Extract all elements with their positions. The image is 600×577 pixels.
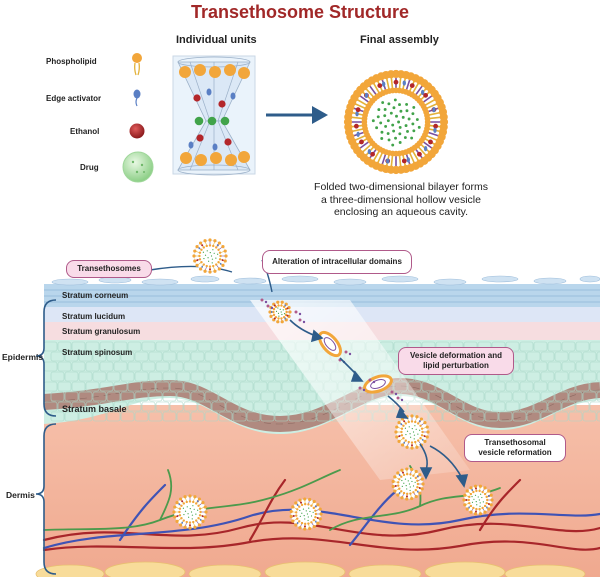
skin-cross-section <box>35 275 600 577</box>
region-dermis: Dermis <box>6 490 35 500</box>
transethosome-vesicle <box>462 484 494 516</box>
transethosome-vesicle <box>391 467 425 501</box>
ethanol-icon <box>129 123 145 139</box>
callout-alteration: Alteration of intracellular domains <box>262 250 412 274</box>
legend-drug-label: Drug <box>80 163 99 172</box>
transethosome-vesicle <box>172 494 208 530</box>
assembly-caption: Folded two-dimensional bilayer forms a t… <box>314 181 488 218</box>
legend-phospholipid-label: Phospholipid <box>46 57 97 66</box>
layer-stratum-granulosum: Stratum granulosum <box>62 327 141 336</box>
legend-edge-activator-label: Edge activator <box>46 94 102 103</box>
legend-ethanol-label: Ethanol <box>70 127 100 136</box>
assembly-arrow <box>266 106 328 124</box>
layer-stratum-basale: Stratum basale <box>62 404 127 414</box>
diagram-title: Transethosome Structure <box>190 2 410 22</box>
final-assembly-vesicle-body <box>343 69 449 175</box>
epidermis-bracket <box>35 299 57 417</box>
transethosome-vesicle <box>268 300 292 324</box>
layer-stratum-lucidum: Stratum lucidum <box>62 312 126 321</box>
lipid-fragment <box>294 310 302 316</box>
transethosome-vesicles <box>172 238 494 531</box>
individual-units-heading: Individual units <box>176 34 257 46</box>
transethosome-vesicle <box>289 497 323 531</box>
callout-transethosomes: Transethosomes <box>66 260 152 278</box>
lipid-fragment <box>344 350 352 356</box>
drug-icon <box>122 151 154 183</box>
lipid-fragment <box>266 304 274 310</box>
layer-stratum-spinosum: Stratum spinosum <box>62 348 133 357</box>
lipid-fragment <box>368 378 376 384</box>
lipid-fragment <box>358 386 366 392</box>
final-assembly-vesicle <box>343 69 449 175</box>
transethosome-vesicle <box>394 414 430 450</box>
lipid-fragment <box>396 396 404 402</box>
transethosome-vesicle <box>192 238 228 274</box>
phospholipid-icon <box>132 53 142 76</box>
final-assembly-heading: Final assembly <box>360 34 439 46</box>
lipid-fragment <box>390 390 398 396</box>
layer-stratum-corneum: Stratum corneum <box>62 291 129 300</box>
flow-arrows <box>289 319 469 488</box>
individual-units-graphic <box>172 55 256 176</box>
lipid-fragment <box>260 298 268 304</box>
callout-deformation: Vesicle deformation and lipid perturbati… <box>398 347 514 375</box>
edge-activator-icon <box>133 89 141 107</box>
callout-reformation: Transethosomal vesicle reformation <box>464 434 566 462</box>
region-epidermis: Epidermis <box>2 352 44 362</box>
dermis-bracket <box>35 423 57 575</box>
lipid-fragment <box>298 318 306 324</box>
deformed-vesicle <box>318 330 342 358</box>
